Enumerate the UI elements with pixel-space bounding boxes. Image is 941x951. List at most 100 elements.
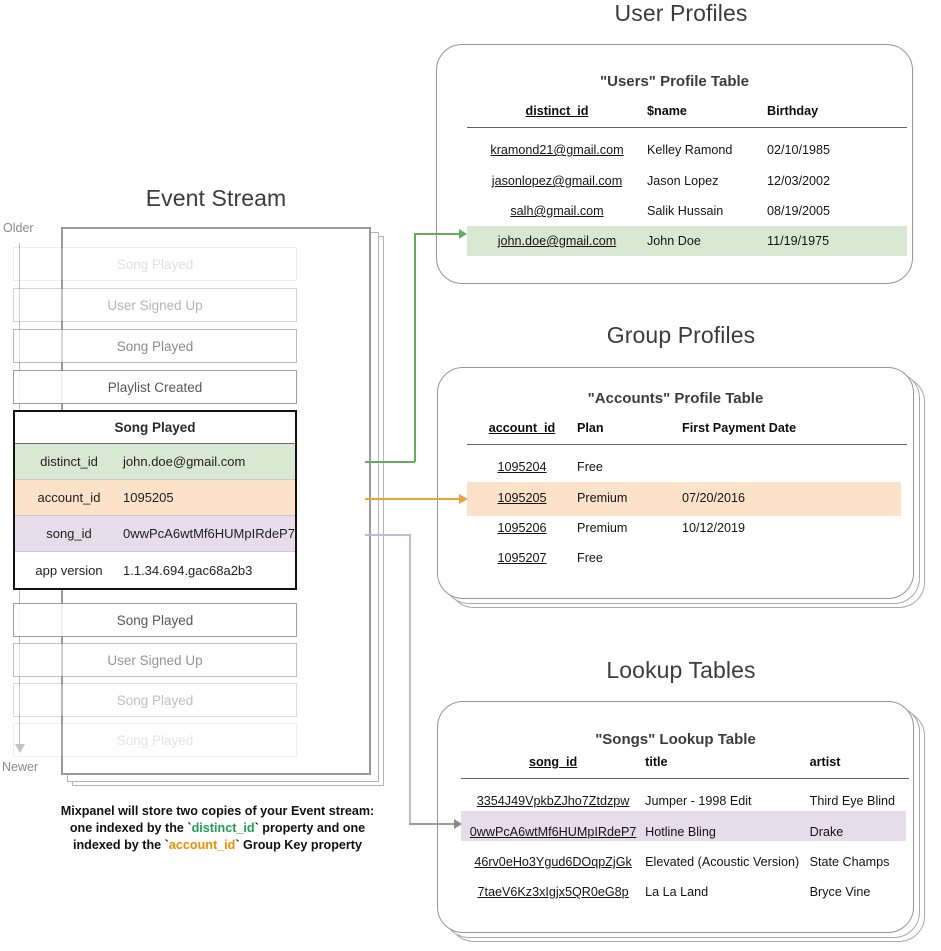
table-row[interactable]: 1095207 Free xyxy=(467,543,907,573)
cell-birthday: 12/03/2002 xyxy=(767,174,831,188)
event-row[interactable]: User Signed Up xyxy=(13,288,297,322)
event-row[interactable]: Playlist Created xyxy=(13,370,297,404)
focused-event-title: Song Played xyxy=(15,412,295,444)
songs-highlight-band xyxy=(461,811,906,841)
event-row[interactable]: Song Played xyxy=(13,723,297,757)
event-property-value: 0wwPcA6wtMf6HUMpIRdeP7 xyxy=(123,526,295,541)
event-row-label: Song Played xyxy=(116,256,194,272)
caption-line-1: Mixpanel will store two copies of your E… xyxy=(60,804,375,818)
connector-account-id-horizontal xyxy=(365,498,461,500)
event-property-value: john.doe@gmail.com xyxy=(123,454,246,469)
cell-first-payment-date xyxy=(682,543,907,573)
event-property-key: account_id xyxy=(37,490,101,505)
column-header-plan: Plan xyxy=(577,421,604,435)
caption-line-3: indexed by the `account_id` Group Key pr… xyxy=(40,837,395,854)
caption-line-2-pre: one indexed by the ` xyxy=(69,821,192,835)
connector-distinct-id-vertical xyxy=(414,233,416,462)
table-row[interactable]: 1095204 Free xyxy=(467,445,907,484)
cell-artist: Third Eye Blind xyxy=(809,794,896,808)
focused-event-card[interactable]: Song Played distinct_id john.doe@gmail.c… xyxy=(13,410,297,590)
table-row[interactable]: salh@gmail.com Salik Hussain 08/19/2005 xyxy=(467,196,907,226)
event-row-label: Song Played xyxy=(116,612,194,628)
time-axis-arrow-icon xyxy=(14,744,25,753)
songs-lookup-table: song_id title artist 3354J49VpkbZJho7Ztd… xyxy=(461,755,909,907)
event-property-key: song_id xyxy=(46,526,92,541)
event-property-key: app version xyxy=(35,562,103,578)
cell-first-payment-date xyxy=(682,445,907,484)
table-row[interactable]: 3354J49VpkbZJho7Ztdzpw Jumper - 1998 Edi… xyxy=(461,779,909,818)
event-row[interactable]: Song Played xyxy=(13,247,297,281)
axis-label-older: Older xyxy=(3,221,34,235)
column-header-artist: artist xyxy=(809,755,841,769)
connector-song-id-arrow-icon xyxy=(454,818,462,829)
cell-first-payment-date: 10/12/2019 xyxy=(682,521,746,535)
table-row[interactable]: jasonlopez@gmail.com Jason Lopez 12/03/2… xyxy=(467,166,907,196)
cell-artist: Drake xyxy=(809,825,844,839)
cell-birthday: 02/10/1985 xyxy=(767,143,831,157)
cell-birthday: 08/19/2005 xyxy=(767,204,831,218)
connector-distinct-id-horizontal-1 xyxy=(365,461,415,463)
column-header-distinct-id: distinct_id xyxy=(525,104,589,118)
cell-song-id: 0wwPcA6wtMf6HUMpIRdeP7 xyxy=(469,825,637,839)
column-header-song-id: song_id xyxy=(528,755,578,769)
column-header-name: $name xyxy=(647,104,687,118)
songs-table-title: "Songs" Lookup Table xyxy=(595,731,756,748)
accounts-table-title: "Accounts" Profile Table xyxy=(587,390,764,407)
event-row-label: Song Played xyxy=(116,732,194,748)
event-row[interactable]: Song Played xyxy=(13,329,297,363)
event-property-app-version: app version 1.1.34.694.gac68a2b3 xyxy=(15,552,295,588)
cell-title: Elevated (Acoustic Version) xyxy=(645,855,800,869)
cell-account-id: 1095205 xyxy=(497,491,547,505)
table-row[interactable]: kramond21@gmail.com Kelley Ramond 02/10/… xyxy=(467,128,907,167)
cell-title: Jumper - 1998 Edit xyxy=(645,794,752,808)
cell-song-id: 46rv0eHo3Ygud6DOqpZjGk xyxy=(474,855,632,869)
cell-song-id: 3354J49VpkbZJho7Ztdzpw xyxy=(476,794,630,808)
table-row[interactable]: 7taeV6Kz3xIgjx5QR0eG8p La La Land Bryce … xyxy=(461,877,909,907)
event-stream-caption: Mixpanel will store two copies of your E… xyxy=(40,803,395,854)
column-header-birthday: Birthday xyxy=(767,104,819,118)
cell-name: Jason Lopez xyxy=(647,174,719,188)
event-property-key: distinct_id xyxy=(40,454,98,469)
event-row-label: Song Played xyxy=(116,338,194,354)
table-row[interactable]: 46rv0eHo3Ygud6DOqpZjGk Elevated (Acousti… xyxy=(461,847,909,877)
event-row[interactable]: Song Played xyxy=(13,603,297,637)
table-row[interactable]: 1095206 Premium 10/12/2019 xyxy=(467,513,907,543)
connector-song-id-vertical xyxy=(409,534,411,824)
event-row-label: Song Played xyxy=(116,692,194,708)
column-header-account-id: account_id xyxy=(488,421,556,435)
event-row-label: User Signed Up xyxy=(107,297,203,313)
accounts-highlight-band xyxy=(467,482,901,516)
cell-title: Hotline Bling xyxy=(645,825,716,839)
table-row-highlighted[interactable]: 1095205 Premium 07/20/2016 xyxy=(467,483,907,513)
table-row-highlighted[interactable]: 0wwPcA6wtMf6HUMpIRdeP7 Hotline Bling Dra… xyxy=(461,817,909,847)
cell-distinct-id: john.doe@gmail.com xyxy=(467,226,647,256)
cell-title: La La Land xyxy=(645,885,709,899)
connector-distinct-id-horizontal-2 xyxy=(414,233,462,235)
event-row-label: User Signed Up xyxy=(107,652,203,668)
column-header-title: title xyxy=(645,755,668,769)
caption-token-distinct-id: distinct_id xyxy=(191,821,255,835)
connector-song-id-horizontal-1 xyxy=(365,534,411,536)
caption-token-account-id: account_id xyxy=(168,838,236,852)
cell-account-id: 1095207 xyxy=(497,551,547,565)
column-header-first-payment-date: First Payment Date xyxy=(682,421,797,435)
table-header-row: distinct_id $name Birthday xyxy=(467,104,907,128)
cell-plan: Free xyxy=(577,551,603,565)
event-property-distinct-id: distinct_id john.doe@gmail.com xyxy=(15,444,295,480)
event-property-account-id: account_id 1095205 xyxy=(15,480,295,516)
cell-name: Kelley Ramond xyxy=(647,143,733,157)
axis-label-newer: Newer xyxy=(2,760,39,774)
event-row-label: Playlist Created xyxy=(107,379,203,395)
event-row[interactable]: Song Played xyxy=(13,683,297,717)
table-header-row: account_id Plan First Payment Date xyxy=(467,421,907,445)
cell-name: John Doe xyxy=(647,226,767,256)
table-row-highlighted[interactable]: john.doe@gmail.com John Doe 11/19/1975 xyxy=(467,226,907,256)
cell-first-payment-date: 07/20/2016 xyxy=(682,491,746,505)
users-profile-table: distinct_id $name Birthday kramond21@gma… xyxy=(467,104,907,256)
event-row[interactable]: User Signed Up xyxy=(13,643,297,677)
cell-artist: State Champs xyxy=(809,855,890,869)
cell-account-id: 1095206 xyxy=(497,521,547,535)
cell-distinct-id: jasonlopez@gmail.com xyxy=(491,174,623,188)
users-table-title: "Users" Profile Table xyxy=(600,73,749,90)
caption-line-3-pre: indexed by the ` xyxy=(72,838,169,852)
